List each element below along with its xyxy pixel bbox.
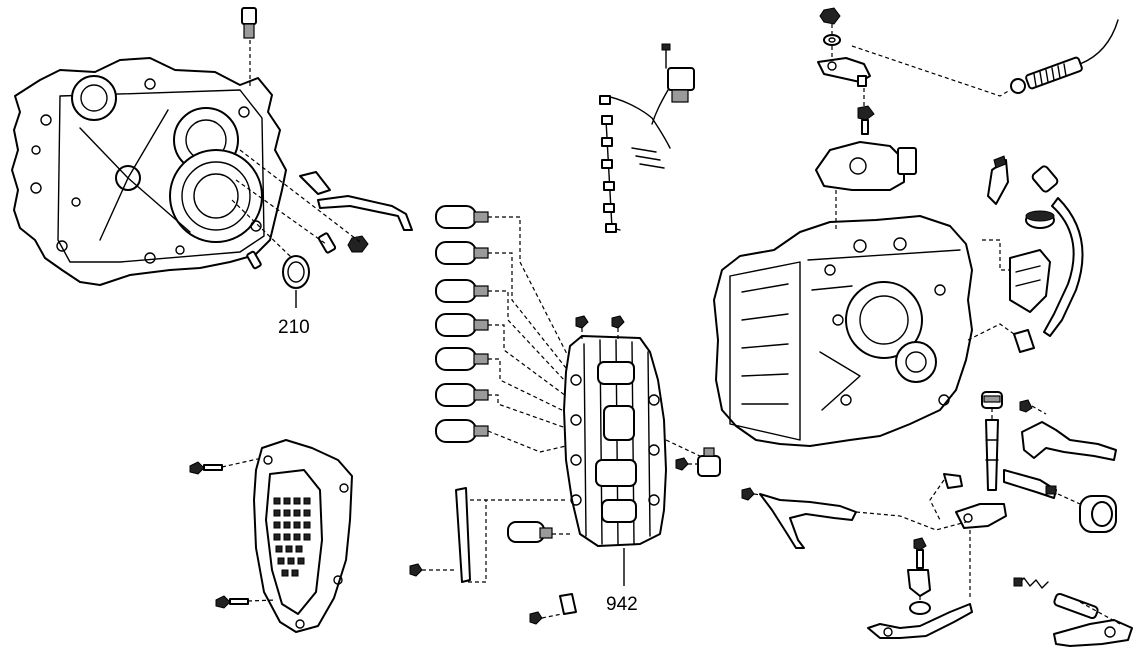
spacer-bushing — [1079, 495, 1117, 533]
detent-plunger — [1003, 469, 1057, 499]
wire-harness — [599, 43, 695, 233]
valve-body-bolts — [575, 315, 625, 340]
oil-cooler-hose — [1031, 165, 1084, 337]
callout-942: 942 — [606, 594, 638, 615]
solenoid-7 — [435, 419, 489, 443]
hose-fitting — [1009, 249, 1051, 353]
switch-bolt — [857, 105, 875, 135]
detent-plate — [529, 593, 577, 625]
oil-seal — [282, 255, 310, 289]
oil-pan — [253, 439, 353, 633]
bracket-rod — [317, 195, 413, 231]
manual-valve-lever — [943, 473, 1007, 529]
top-washer — [823, 34, 841, 46]
solenoid-5 — [435, 347, 489, 371]
dowel-pin — [317, 232, 337, 254]
strainer-mesh — [273, 497, 311, 577]
shift-solenoids — [435, 205, 489, 443]
ring-washer — [909, 601, 931, 615]
parking-pawl — [1053, 619, 1133, 647]
park-neutral-switch — [815, 141, 917, 191]
solenoid-1 — [435, 205, 489, 229]
callout-210: 210 — [278, 317, 310, 338]
control-shaft-lever — [817, 57, 871, 87]
linear-solenoid — [507, 521, 553, 543]
manual-shaft — [981, 391, 1003, 491]
pan-bolt-upper — [189, 461, 223, 475]
temperature-sensor — [665, 439, 721, 477]
breather-plug — [241, 7, 257, 39]
lever-bolt-lower — [907, 537, 931, 597]
solenoid-2 — [435, 241, 489, 265]
shift-lever-lower — [867, 603, 973, 639]
valve-body — [563, 335, 667, 547]
cable-bracket — [299, 171, 331, 195]
solenoid-6 — [435, 383, 489, 407]
detent-wire — [409, 487, 487, 583]
solenoid-leaders — [487, 216, 569, 453]
parking-pawl-shaft — [1053, 592, 1099, 620]
nut — [347, 235, 369, 253]
transaxle-housing — [11, 57, 287, 286]
cable-clip — [987, 155, 1009, 205]
dowel-pin-lower — [246, 250, 262, 270]
detent-spring — [1013, 577, 1049, 589]
shift-fork — [1019, 399, 1117, 461]
solenoid-4 — [435, 313, 489, 337]
parking-rod — [741, 487, 857, 549]
shift-cable — [1010, 19, 1119, 94]
top-nut — [819, 7, 841, 25]
hose-clamp — [1025, 210, 1055, 229]
pan-bolt-lower — [215, 595, 249, 609]
solenoid-3 — [435, 279, 489, 303]
transaxle-case — [713, 215, 973, 447]
